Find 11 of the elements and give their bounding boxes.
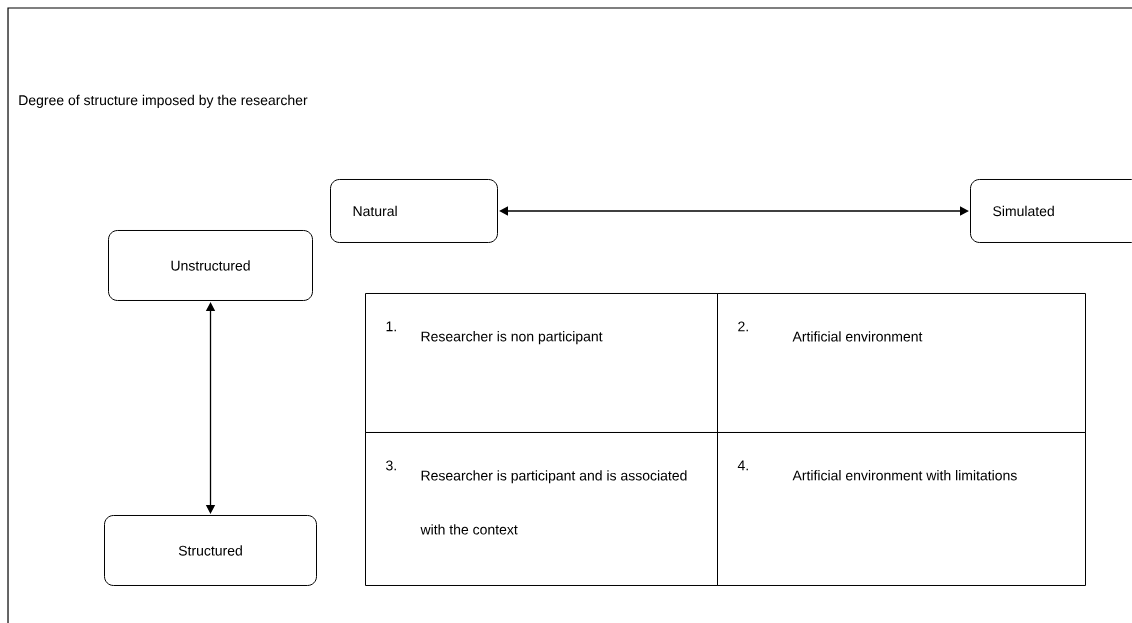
table-cell: 2. Artificial environment: [717, 293, 1086, 433]
double-arrow: [499, 206, 969, 216]
rounded-box: Unstructured: [108, 230, 313, 301]
double-arrow: [205, 302, 216, 514]
rounded-box: Structured: [104, 515, 317, 586]
table-cell: 1. Researcher is non participant: [365, 293, 718, 433]
rounded-box: Natural: [330, 179, 498, 243]
table-cell: 3. Researcher is participant and is associated with the context: [365, 432, 718, 586]
rounded-box: Simulated: [970, 179, 1132, 243]
table-cell: 4. Artificial environment with limitations: [717, 432, 1086, 586]
heading: Degree of structure imposed by the researcher: [19, 94, 308, 108]
